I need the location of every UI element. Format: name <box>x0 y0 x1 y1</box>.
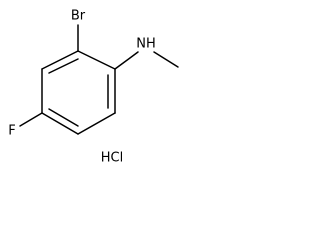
ring-double-bond-c6-c1 <box>48 58 79 74</box>
bond-nitrogen-to-methyl <box>153 51 179 68</box>
ring-bond-c6-c1 <box>41 50 79 70</box>
fluorine-label: F <box>8 124 15 139</box>
benzene-ring <box>41 50 116 135</box>
bond-ring-to-fluorine <box>19 112 43 127</box>
bromine-label: Br <box>71 9 86 24</box>
chemical-structure-diagram: Br NH F HCl <box>8 9 179 166</box>
amine-label: NH <box>136 37 156 52</box>
hydrochloride-label: HCl <box>101 151 123 166</box>
ring-bond-c1-c2 <box>77 50 116 70</box>
bond-ring-to-nitrogen <box>114 51 139 70</box>
ring-bond-c3-c4 <box>77 112 116 135</box>
ring-bond-c4-c5 <box>41 112 79 135</box>
ring-double-bond-c4-c5 <box>48 108 79 127</box>
